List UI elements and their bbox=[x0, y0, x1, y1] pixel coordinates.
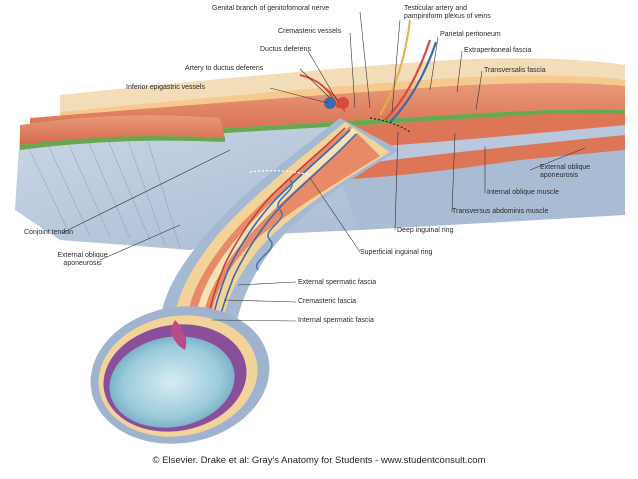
label-artery-ductus: Artery to ductus deferens bbox=[185, 65, 264, 72]
label-internal-oblique: Internal oblique muscle bbox=[487, 189, 559, 196]
epididymis bbox=[170, 320, 187, 350]
testis bbox=[109, 336, 235, 428]
superficial-inguinal-ring bbox=[249, 169, 311, 176]
label-external-spermatic: External spermatic fascia bbox=[298, 279, 377, 286]
label-parietal-peritoneum: Parietal peritoneum bbox=[440, 31, 501, 38]
label-superficial-ring: Superficial inguinal ring bbox=[360, 249, 433, 256]
fascia-fibres bbox=[24, 130, 181, 249]
leader-lines bbox=[61, 11, 586, 322]
label-transversus: Transversus abdominis muscle bbox=[452, 208, 549, 215]
left-muscle-pad bbox=[20, 115, 225, 145]
external-oblique-band bbox=[330, 125, 625, 165]
peritoneum-layer bbox=[60, 75, 625, 118]
label-ductus-deferens: Ductus deferens bbox=[260, 46, 311, 53]
left-green-edge bbox=[20, 136, 225, 150]
label-transversalis-fascia: Transversalis fascia bbox=[484, 67, 546, 74]
spermatic-cord-core bbox=[195, 127, 358, 321]
label-external-oblique-aponeurosis-right: External oblique aponeurosis bbox=[540, 164, 591, 179]
label-external-oblique-aponeurosis-left: External oblique aponeurosis bbox=[57, 252, 108, 267]
label-cremasteric-fascia: Cremasteric fascia bbox=[298, 298, 356, 305]
label-conjoint-tendon: Conjoint tendon bbox=[24, 229, 74, 236]
deep-inguinal-ring bbox=[369, 117, 411, 133]
label-deep-ring: Deep inguinal ring bbox=[397, 227, 454, 234]
label-internal-spermatic: Internal spermatic fascia bbox=[298, 317, 374, 324]
label-testicular-artery: Testicular artery and pampiniform plexus… bbox=[404, 5, 491, 20]
label-inferior-epigastric: Inferior epigastric vessels bbox=[126, 84, 205, 91]
label-genital-branch: Genital branch of genitofomoral nerve bbox=[212, 5, 330, 12]
label-extraperitoneal-fascia: Extraperitoneal fascia bbox=[464, 47, 532, 54]
blue-surface bbox=[340, 150, 625, 230]
spermatic-cord-inner bbox=[187, 126, 380, 322]
inferior-epigastric-vessels bbox=[324, 97, 349, 109]
skin-layer bbox=[60, 58, 625, 112]
pampiniform-plexus bbox=[205, 127, 357, 335]
vessels-above bbox=[299, 19, 438, 123]
label-cremasteric-vessels: Cremasteric vessels bbox=[278, 28, 342, 35]
copyright-caption: © Elsevier. Drake et al: Gray's Anatomy … bbox=[152, 455, 486, 466]
